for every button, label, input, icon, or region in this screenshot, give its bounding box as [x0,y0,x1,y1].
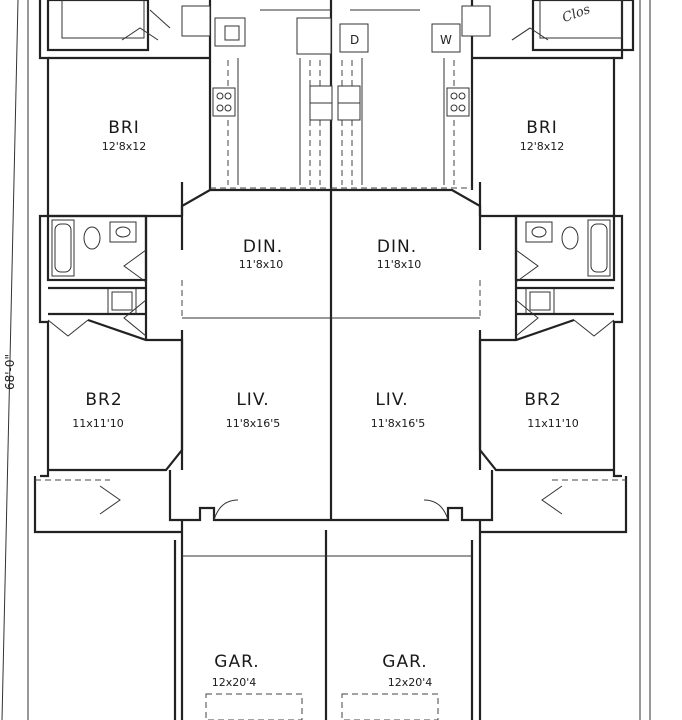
room-dims-br2-left: 11x11'10 [72,417,124,430]
room-dims-bri-right: 12'8x12 [520,140,565,153]
overall-dimension: 68'-0" [3,354,17,390]
room-labels: BRI 12'8x12 BRI 12'8x12 DIN. 11'8x10 DIN… [72,118,579,689]
room-dims-gar-right: 12x20'4 [388,676,433,689]
room-dims-liv-left: 11'8x16'5 [226,417,281,430]
room-name-liv-right: LIV. [375,390,408,410]
room-dims-din-right: 11'8x10 [377,258,422,271]
room-name-gar-right: GAR. [382,652,427,672]
room-name-br2-left: BR2 [85,390,122,410]
room-dims-bri-left: 12'8x12 [102,140,147,153]
room-name-br2-right: BR2 [524,390,561,410]
washer-mark: W [440,33,452,47]
dryer-mark: D [350,33,359,47]
room-dims-liv-right: 11'8x16'5 [371,417,426,430]
top-doors [121,9,549,41]
room-name-din-right: DIN. [377,237,417,257]
bedroom2-walls [48,318,614,472]
handwritten-note: Clos [560,2,592,26]
outer-walls [33,0,635,720]
property-lines [1,0,651,720]
kitchen-strip: D W [181,0,491,190]
dining-walls [180,188,482,319]
living-walls [168,470,494,522]
bath-right [514,214,616,340]
bath-left [46,214,148,340]
room-name-din-left: DIN. [243,237,283,257]
room-name-liv-left: LIV. [236,390,269,410]
garages [182,555,472,720]
room-name-bri-left: BRI [108,118,140,138]
overall-dimension-label: 68'-0" [3,354,17,390]
room-name-gar-left: GAR. [214,652,259,672]
handwritten-note-text: Clos [560,2,592,26]
room-dims-din-left: 11'8x10 [239,258,284,271]
room-dims-br2-right: 11x11'10 [527,417,579,430]
room-dims-gar-left: 12x20'4 [212,676,257,689]
room-name-bri-right: BRI [526,118,558,138]
entry-closets [35,479,626,720]
